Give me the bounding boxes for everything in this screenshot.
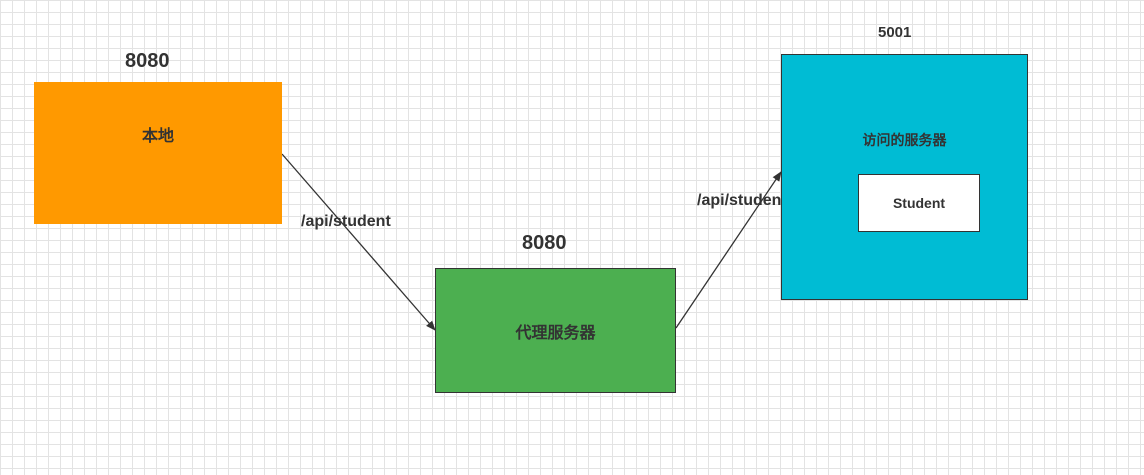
local-port-label: 8080 xyxy=(125,50,170,72)
edge-local-to-proxy[interactable] xyxy=(281,153,436,331)
edge-label-proxy-target: /api/student xyxy=(697,192,787,209)
local-node[interactable]: 本地 xyxy=(34,82,282,224)
student-node-label: Student xyxy=(892,195,946,211)
student-node[interactable]: Student xyxy=(858,174,980,232)
local-node-label: 本地 xyxy=(141,128,174,145)
proxy-node-label: 代理服务器 xyxy=(515,324,596,342)
edge-label-local-proxy: /api/student xyxy=(301,213,391,230)
proxy-port-label: 8080 xyxy=(522,232,567,254)
edge-proxy-to-target[interactable] xyxy=(675,171,782,329)
proxy-node[interactable]: 代理服务器 xyxy=(435,268,676,393)
target-server-label: 访问的服务器 xyxy=(862,132,947,148)
target-port-label: 5001 xyxy=(878,24,912,41)
